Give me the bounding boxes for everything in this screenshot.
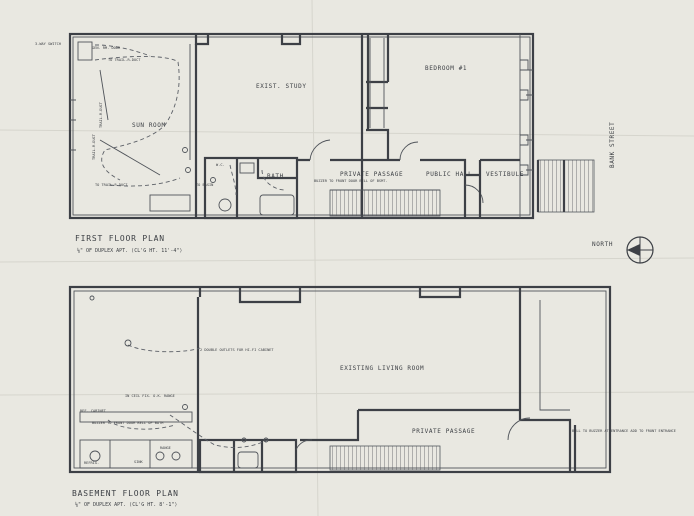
basement-subtitle: ⅛" OF DUPLEX APT. ⟨CL'G HT. 8'-1"⟩ xyxy=(75,501,177,508)
note-bell: BELL TO BUZZER AT ENTRANCE ADD TO FRONT … xyxy=(572,429,676,433)
note-wc: W.C. xyxy=(216,163,225,167)
note-range: RANGE xyxy=(160,446,171,450)
first-floor-subtitle: ⅛" OF DUPLEX APT. ⟨CL'G HT. 11'-4"⟩ xyxy=(77,247,182,254)
room-bedroom: BEDROOM #1 xyxy=(425,65,467,72)
note-refrig: REFRIG. xyxy=(84,461,99,465)
note-ceiling-fixture: IN CEIL FIX. O.K. RANGE xyxy=(125,394,175,398)
street-label: BANK STREET xyxy=(609,122,616,168)
north-label: NORTH xyxy=(592,241,613,248)
note-trail-duct-left: TRAIL-R-DUCT xyxy=(99,101,103,128)
first-floor-plan: EXIST. STUDY BEDROOM #1 SUN ROOM BATH PR… xyxy=(35,32,616,254)
room-sun-room: SUN ROOM xyxy=(132,122,166,129)
room-private-passage: PRIVATE PASSAGE xyxy=(340,171,403,178)
room-living-room: EXISTING LIVING ROOM xyxy=(340,365,424,372)
room-basement-passage: PRIVATE PASSAGE xyxy=(412,428,475,435)
basement-outer-wall xyxy=(68,285,612,474)
note-switch: 3-WAY SWITCH xyxy=(35,42,61,46)
note-to-basin: TO BASIN xyxy=(196,183,213,187)
note-sink: SINK xyxy=(134,460,143,464)
note-outlets: 2 DOUBLE OUTLETS FOR HI-FI CABINET xyxy=(200,348,274,352)
note-trail-duct-left2: TRAIL-R-DUCT xyxy=(92,133,96,160)
exterior-steps xyxy=(537,159,595,213)
first-floor-title: FIRST FLOOR PLAN xyxy=(75,234,165,243)
room-vestibule: VESTIBULE xyxy=(486,171,524,178)
first-floor-outer-wall xyxy=(68,32,535,220)
note-gen-rm-door: GEN. RM. DOOR xyxy=(92,46,121,50)
note-trail-duct-top: TO TRAIL-R-DUCT xyxy=(108,58,141,62)
basement-floor-plan: EXISTING LIVING ROOM PRIVATE PASSAGE 2 D… xyxy=(68,285,676,508)
north-arrow: NORTH xyxy=(592,236,654,264)
basement-title: BASEMENT FLOOR PLAN xyxy=(72,489,179,498)
note-ref-cabinet: REF. CABINET xyxy=(80,409,107,413)
room-public-hall: PUBLIC HALL xyxy=(426,171,472,178)
room-bath: BATH xyxy=(267,173,284,180)
room-exist-study: EXIST. STUDY xyxy=(256,83,307,90)
note-buzzer-basement: BUZZER TO FRONT DOOR BELL OF BATH xyxy=(92,421,163,425)
note-trail-duct-bottom: TO TRAIL-R-DUCT xyxy=(95,183,128,187)
basement-stairs xyxy=(329,445,441,471)
first-floor-stairs xyxy=(329,189,441,217)
note-buzzer: BUZZER TO FRONT DOOR BELL OF BSMT. xyxy=(314,179,388,183)
